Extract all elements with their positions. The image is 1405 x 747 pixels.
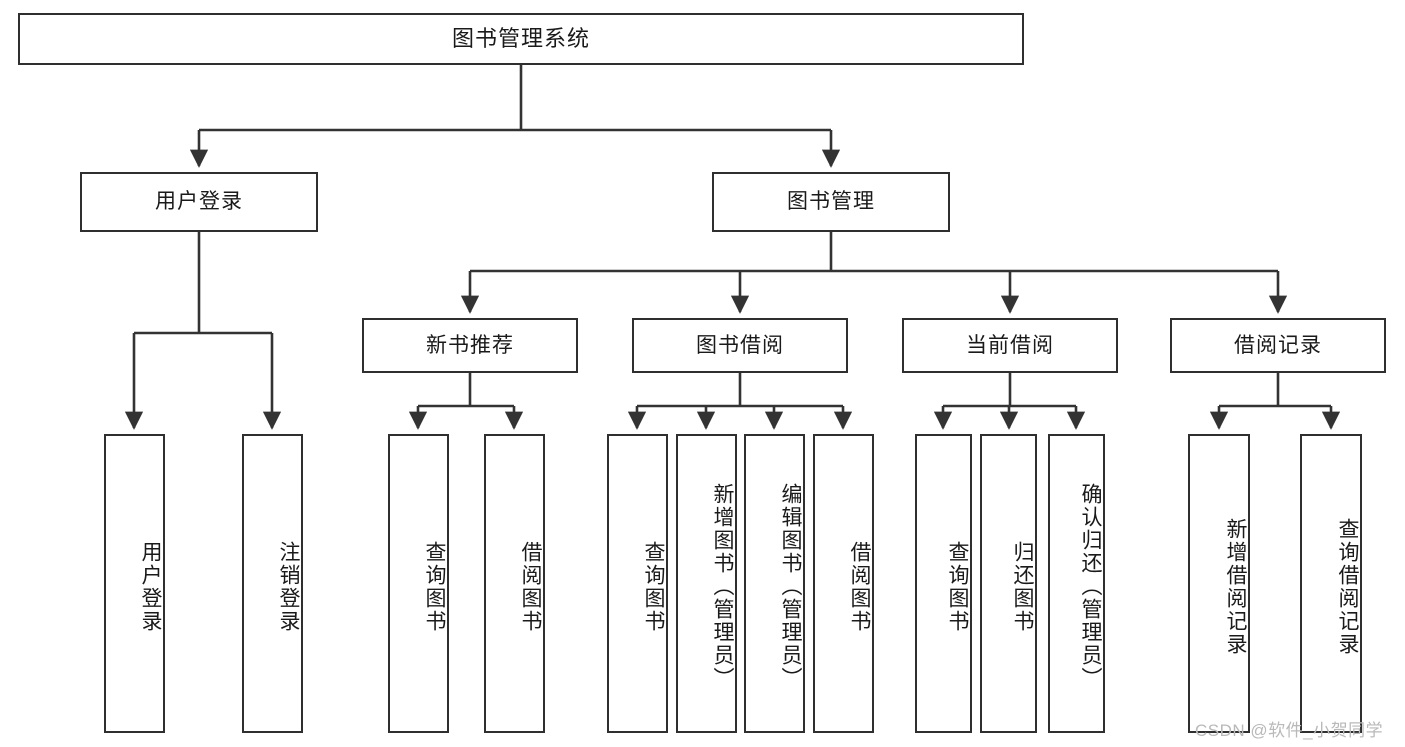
node-leaf-edit-book-label: 编辑图书（管理员） — [779, 483, 802, 690]
csdn-watermark: CSDN @软件_小贺同学 — [1195, 721, 1384, 740]
node-leaf-query-book-borrow-label: 查询图书 — [642, 540, 665, 633]
node-root[interactable]: 图书管理系统 — [18, 13, 1024, 65]
node-borrow-record-label: 借阅记录 — [1234, 333, 1322, 357]
node-leaf-query-book-borrow[interactable]: 查询图书 — [607, 434, 668, 733]
node-leaf-user-logout[interactable]: 注销登录 — [242, 434, 303, 733]
node-book-manage-label: 图书管理 — [787, 190, 875, 214]
node-leaf-return-book[interactable]: 归还图书 — [980, 434, 1037, 733]
node-leaf-borrow-book[interactable]: 借阅图书 — [813, 434, 874, 733]
node-leaf-user-logout-label: 注销登录 — [277, 540, 300, 633]
node-leaf-user-login-label: 用户登录 — [139, 540, 162, 633]
node-borrow-record[interactable]: 借阅记录 — [1170, 318, 1386, 373]
node-leaf-query-book-current[interactable]: 查询图书 — [915, 434, 972, 733]
node-leaf-query-record-label: 查询借阅记录 — [1336, 517, 1359, 656]
node-leaf-borrow-book-rec[interactable]: 借阅图书 — [484, 434, 545, 733]
node-leaf-confirm-return[interactable]: 确认归还（管理员） — [1048, 434, 1105, 733]
node-leaf-add-record-label: 新增借阅记录 — [1224, 517, 1247, 656]
node-book-manage[interactable]: 图书管理 — [712, 172, 950, 232]
node-leaf-query-book-current-label: 查询图书 — [946, 540, 969, 633]
node-leaf-return-book-label: 归还图书 — [1011, 540, 1034, 633]
node-leaf-query-book-rec[interactable]: 查询图书 — [388, 434, 449, 733]
node-leaf-confirm-return-label: 确认归还（管理员） — [1079, 483, 1102, 690]
node-leaf-user-login[interactable]: 用户登录 — [104, 434, 165, 733]
node-book-borrow[interactable]: 图书借阅 — [632, 318, 848, 373]
node-leaf-query-book-rec-label: 查询图书 — [423, 540, 446, 633]
node-current-borrow[interactable]: 当前借阅 — [902, 318, 1118, 373]
node-user-login[interactable]: 用户登录 — [80, 172, 318, 232]
node-book-borrow-label: 图书借阅 — [696, 333, 784, 357]
node-current-borrow-label: 当前借阅 — [966, 333, 1054, 357]
node-leaf-borrow-book-label: 借阅图书 — [848, 540, 871, 633]
node-new-book-recommend-label: 新书推荐 — [426, 333, 514, 357]
node-root-label: 图书管理系统 — [451, 25, 590, 51]
node-new-book-recommend[interactable]: 新书推荐 — [362, 318, 578, 373]
node-leaf-borrow-book-rec-label: 借阅图书 — [519, 540, 542, 633]
node-leaf-add-book-label: 新增图书（管理员） — [711, 483, 734, 690]
node-leaf-add-record[interactable]: 新增借阅记录 — [1188, 434, 1250, 733]
node-leaf-add-book[interactable]: 新增图书（管理员） — [676, 434, 737, 733]
node-leaf-edit-book[interactable]: 编辑图书（管理员） — [744, 434, 805, 733]
node-user-login-label: 用户登录 — [155, 190, 243, 214]
node-leaf-query-record[interactable]: 查询借阅记录 — [1300, 434, 1362, 733]
